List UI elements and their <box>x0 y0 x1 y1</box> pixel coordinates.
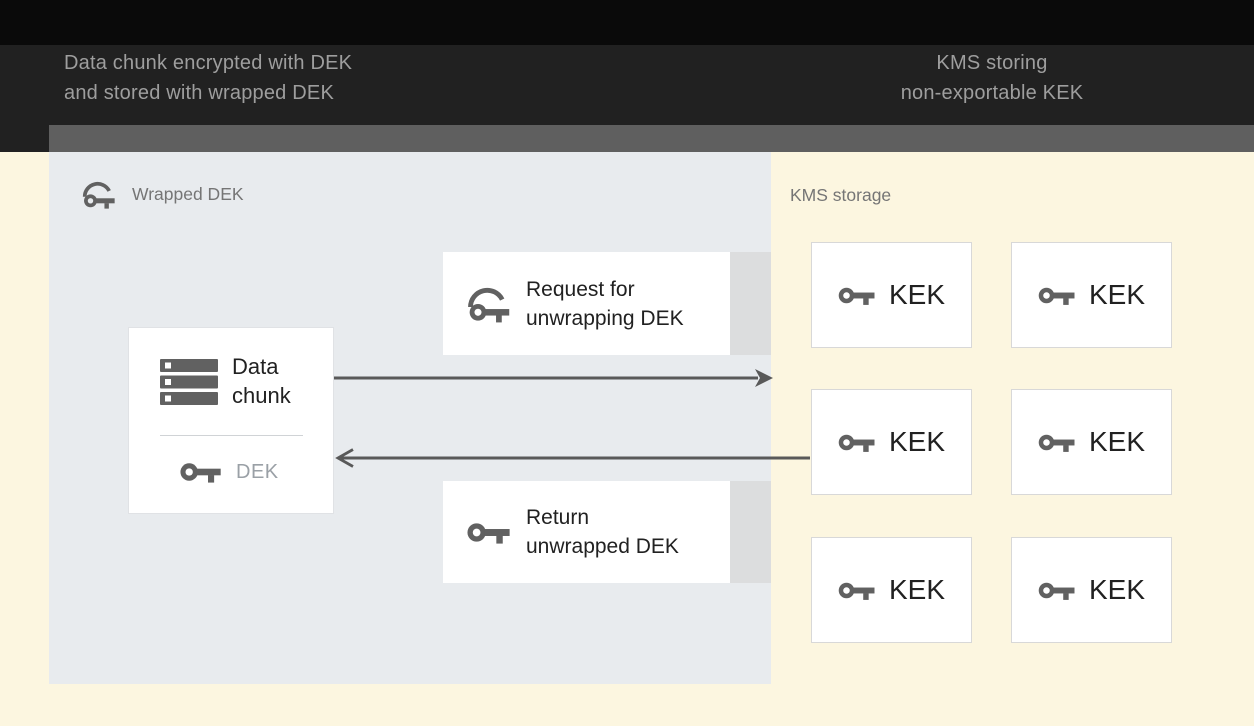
left-caption-line2: and stored with wrapped DEK <box>64 82 334 104</box>
return-box-text: Return unwrapped DEK <box>526 503 679 561</box>
right-caption: KMS storing non-exportable KEK <box>860 48 1124 108</box>
data-chunk-title-line2: chunk <box>232 383 291 408</box>
return-unwrapped-dek-box: Return unwrapped DEK <box>443 481 730 583</box>
data-chunk-box: Data chunk DEK <box>128 327 334 514</box>
return-box-shadow <box>730 481 771 583</box>
kek-label: KEK <box>1088 426 1146 457</box>
request-box-text: Request for unwrapping DEK <box>526 275 684 333</box>
key-icon <box>838 582 875 600</box>
left-caption-line1: Data chunk encrypted with DEK <box>64 52 353 74</box>
kek-label: KEK <box>888 279 946 310</box>
key-icon <box>467 522 510 544</box>
data-chunk-icon <box>160 359 218 405</box>
kek-label: KEK <box>1088 279 1146 310</box>
key-icon <box>838 287 875 305</box>
wrapped-key-icon <box>468 287 510 323</box>
left-caption: Data chunk encrypted with DEK and stored… <box>64 48 352 108</box>
data-chunk-row: Data chunk <box>160 352 291 410</box>
kek-label: KEK <box>1088 574 1146 605</box>
data-box-divider <box>160 435 303 436</box>
key-icon <box>1038 582 1075 600</box>
wrapped-key-icon <box>82 181 115 209</box>
request-box-line1: Request for <box>526 277 635 301</box>
right-caption-line2: non-exportable KEK <box>900 82 1084 104</box>
wrapped-dek-label-text: Wrapped DEK <box>132 183 244 204</box>
dek-label: DEK <box>236 460 279 483</box>
key-icon <box>838 434 875 452</box>
kek-box: KEK <box>811 537 972 643</box>
request-box-shadow <box>730 252 771 355</box>
kms-storage-label: KMS storage <box>790 185 892 205</box>
data-chunk-title-line1: Data <box>232 354 279 379</box>
request-unwrap-dek-box: Request for unwrapping DEK <box>443 252 730 355</box>
return-box-line1: Return <box>526 506 590 529</box>
dek-row: DEK <box>180 460 279 484</box>
diagram-canvas: Wrapped DEK KMS storage Request for unwr… <box>0 152 1254 726</box>
data-chunk-title: Data chunk <box>232 352 291 410</box>
right-caption-line1: KMS storing <box>936 52 1048 74</box>
wrapped-dek-label: Wrapped DEK <box>82 179 244 209</box>
kek-box: KEK <box>1011 389 1172 495</box>
kek-label: KEK <box>888 574 946 605</box>
key-icon <box>1038 287 1075 305</box>
kek-box: KEK <box>1011 242 1172 348</box>
kek-box: KEK <box>811 389 972 495</box>
header-divider-strip <box>49 125 1254 152</box>
kek-box: KEK <box>811 242 972 348</box>
key-icon <box>1038 434 1075 452</box>
kek-label: KEK <box>888 426 946 457</box>
request-box-line2: unwrapping DEK <box>526 306 684 330</box>
return-box-line2: unwrapped DEK <box>526 535 679 558</box>
key-icon <box>180 463 221 483</box>
kek-box: KEK <box>1011 537 1172 643</box>
